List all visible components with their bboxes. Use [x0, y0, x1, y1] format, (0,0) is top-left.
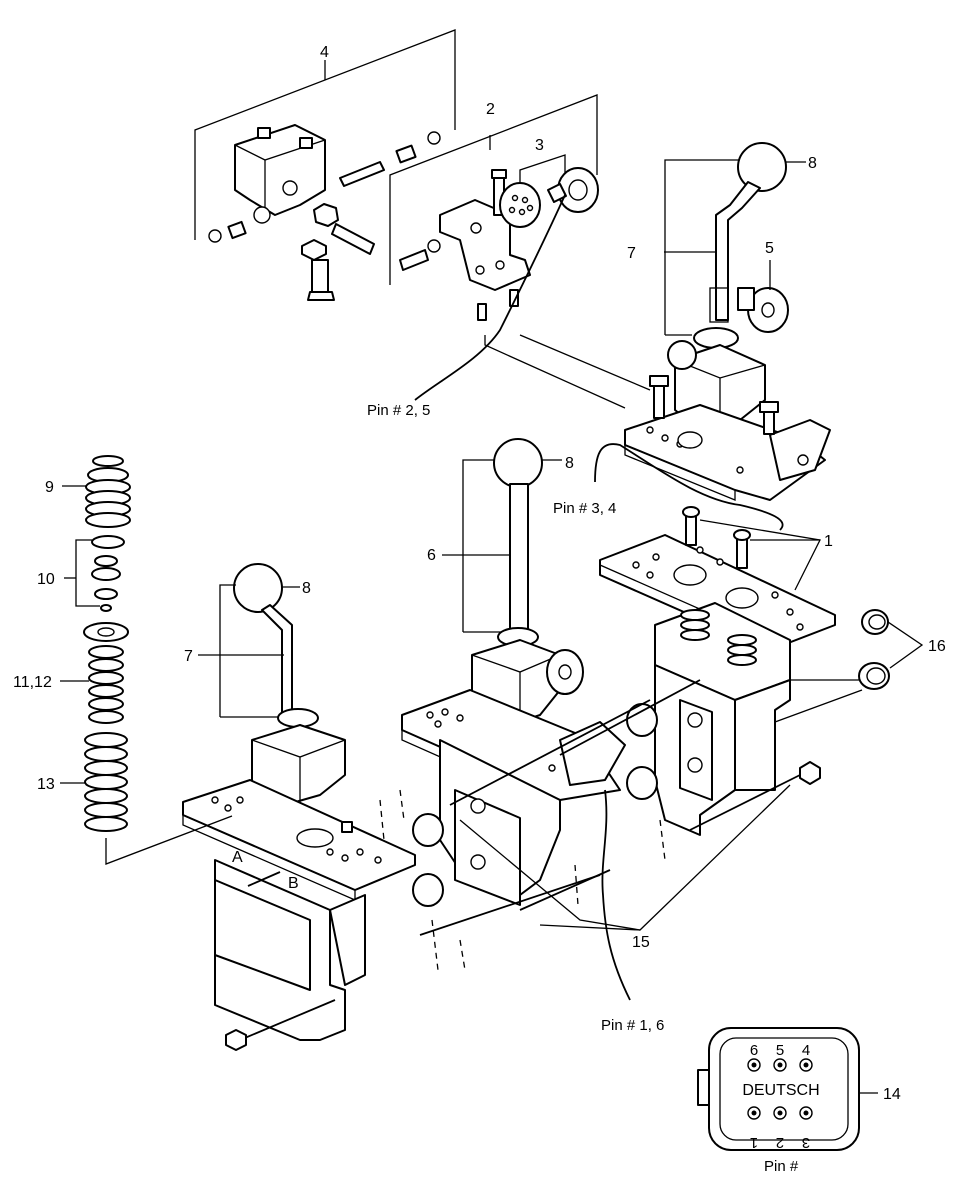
right-valve-section [599, 506, 924, 836]
callout-9: 9 [45, 479, 54, 496]
center-valve-section [401, 438, 801, 1001]
callout-16: 16 [928, 638, 946, 655]
port-label-b: B [288, 875, 299, 892]
callout-7-top: 7 [627, 245, 636, 262]
callout-5: 5 [765, 240, 774, 257]
connector-pin-3: 3 [802, 1134, 810, 1151]
pin-label-2-5: Pin # 2, 5 [367, 402, 430, 419]
callout-14: 14 [883, 1086, 901, 1103]
spring-stack [60, 455, 233, 865]
callout-11-12: 11,12 [13, 674, 52, 691]
callout-8-center: 8 [565, 455, 574, 472]
plug-16-lower [858, 662, 890, 690]
callout-10: 10 [37, 571, 55, 588]
pin-label-3-4: Pin # 3, 4 [553, 500, 616, 517]
callout-2: 2 [486, 101, 495, 118]
deutsch-connector: 6 5 4 DEUTSCH 1 2 3 [697, 1027, 878, 1151]
callout-7-left: 7 [184, 648, 193, 665]
plug-16-upper [861, 609, 889, 635]
callout-8-top: 8 [808, 155, 817, 172]
left-valve-section: A B [182, 563, 821, 1051]
pin-label-hash: Pin # [764, 1158, 799, 1175]
connector-pin-6: 6 [750, 1042, 758, 1059]
callout-3: 3 [535, 137, 544, 154]
callout-4: 4 [320, 44, 329, 61]
callout-15: 15 [632, 934, 650, 951]
pin-label-1-6: Pin # 1, 6 [601, 1017, 664, 1034]
callout-6: 6 [427, 547, 436, 564]
callout-1: 1 [824, 533, 833, 550]
connector-pin-4: 4 [802, 1042, 810, 1059]
connector-brand: DEUTSCH [742, 1082, 819, 1099]
break-marks [379, 789, 666, 971]
pin-labels: Pin # 2, 5 Pin # 3, 4 Pin # 1, 6 Pin # [367, 402, 799, 1175]
spring-pair [680, 609, 757, 666]
item-4-bracket-assembly [194, 29, 456, 301]
connector-pin-2: 2 [776, 1134, 784, 1151]
upper-right-joystick [484, 142, 831, 531]
connector-pin-5: 5 [776, 1042, 784, 1059]
port-label-a: A [232, 849, 243, 866]
callout-13: 13 [37, 776, 55, 793]
connector-pin-1: 1 [750, 1134, 758, 1151]
callout-labels: 4 2 3 8 5 7 8 6 1 8 7 16 9 10 11,12 13 1… [13, 44, 946, 1103]
callout-8-left: 8 [302, 580, 311, 597]
item-2-bracket-assembly [389, 94, 599, 401]
